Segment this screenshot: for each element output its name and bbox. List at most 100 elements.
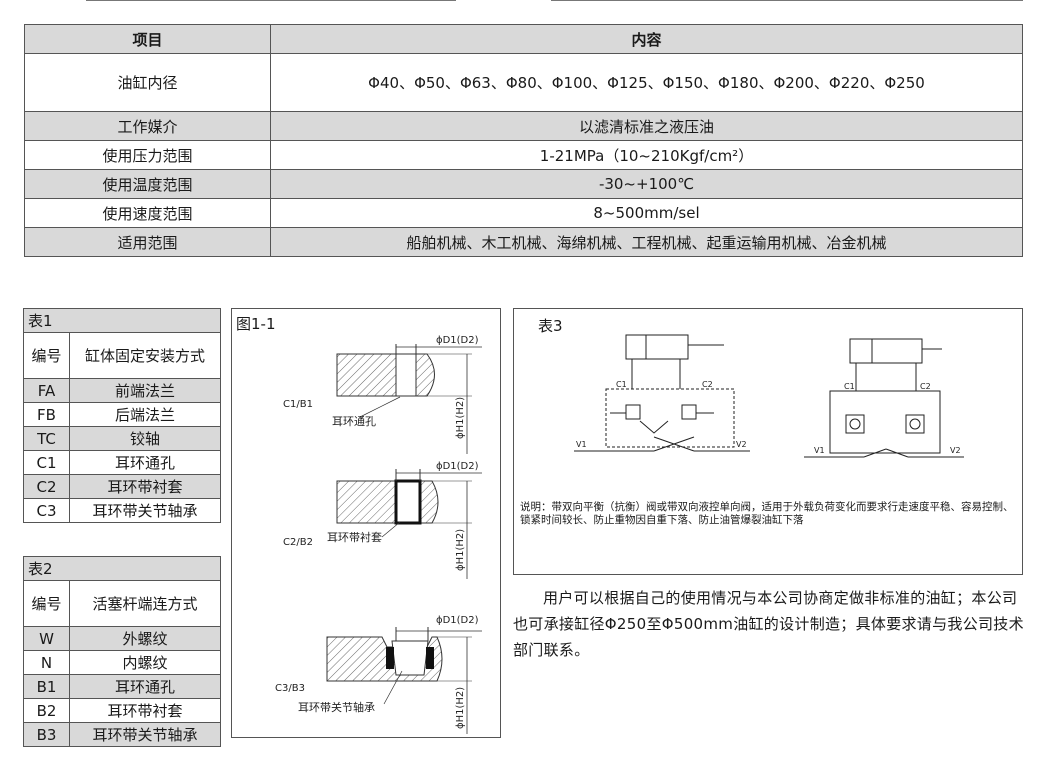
paragraph-text: 用户可以根据自己的使用情况与本公司协商定做非标准的油缸；本公司也可承接缸径Φ25… [513, 589, 1024, 659]
spec-content: 8~500mm/sel [270, 198, 1023, 228]
table1-desc: 耳环通孔 [69, 450, 221, 475]
table1-desc: 耳环带衬套 [69, 474, 221, 499]
spec-content: 船舶机械、木工机械、海绵机械、工程机械、起重运输用机械、冶金机械 [270, 227, 1023, 257]
spec-content: 1-21MPa（10~210Kgf/cm²） [270, 140, 1023, 170]
table2-header-desc: 活塞杆端连方式 [69, 580, 221, 627]
table1-title-row: 表1 [23, 308, 221, 333]
spec-header-item: 项目 [24, 24, 271, 54]
table1-desc: 耳环带关节轴承 [69, 498, 221, 523]
fig1-dim-d-1: ϕD1(D2) [436, 335, 479, 346]
spec-content: 以滤清标准之液压油 [270, 111, 1023, 141]
spec-content: -30~+100℃ [270, 169, 1023, 199]
spec-item: 工作媒介 [24, 111, 271, 141]
fig1-code-3: C3/B3 [275, 683, 305, 694]
table1-header-row: 编号 缸体固定安装方式 [23, 332, 221, 379]
port-v2-right: V2 [950, 446, 961, 455]
table2-header-code: 编号 [23, 580, 70, 627]
table2-title: 表2 [23, 556, 221, 581]
custom-order-paragraph: 用户可以根据自己的使用情况与本公司协商定做非标准的油缸；本公司也可承接缸径Φ25… [513, 585, 1025, 663]
eye-diagram-c1 [336, 344, 482, 454]
port-v2-left: V2 [736, 440, 747, 449]
spec-row-speed: 使用速度范围 8~500mm/sel [24, 198, 1023, 228]
top-rule-right [551, 0, 1023, 1]
fig1-dim-d-3: ϕD1(D2) [436, 615, 479, 626]
spec-item: 适用范围 [24, 227, 271, 257]
table2-code: B1 [23, 674, 70, 699]
table2-desc: 耳环通孔 [69, 674, 221, 699]
figure1-title: 图1-1 [236, 315, 276, 333]
table1-header-code: 编号 [23, 332, 70, 379]
port-c2-left: C2 [702, 380, 713, 389]
fig1-dim-d-2: ϕD1(D2) [436, 461, 479, 472]
port-v1-left: V1 [576, 440, 587, 449]
table1-code: C3 [23, 498, 70, 523]
table1-code: TC [23, 426, 70, 451]
table1-code: FB [23, 402, 70, 427]
spec-item: 使用速度范围 [24, 198, 271, 228]
table2-desc: 内螺纹 [69, 650, 221, 675]
fig1-dim-h-2: ϕH1(H2) [455, 529, 466, 571]
fig1-label-1: 耳环通孔 [332, 415, 376, 428]
spec-row-bore: 油缸内径 Φ40、Φ50、Φ63、Φ80、Φ100、Φ125、Φ150、Φ180… [24, 53, 1023, 112]
figure1-drawing: ϕD1(D2) C1/B1 耳环通孔 ϕH1(H2) ϕD1(D2) C2/B2… [275, 335, 482, 734]
table1-code: FA [23, 378, 70, 403]
table2-code: N [23, 650, 70, 675]
table2-header-row: 编号 活塞杆端连方式 [23, 580, 221, 627]
table1-code: C2 [23, 474, 70, 499]
spec-header-row: 项目 内容 [24, 24, 1023, 54]
spec-row-temperature: 使用温度范围 -30~+100℃ [24, 169, 1023, 199]
spec-row-medium: 工作媒介 以滤清标准之液压油 [24, 111, 1023, 141]
spec-item: 使用温度范围 [24, 169, 271, 199]
top-rule-left [86, 0, 456, 1]
spec-row-pressure: 使用压力范围 1-21MPa（10~210Kgf/cm²） [24, 140, 1023, 170]
spec-content: Φ40、Φ50、Φ63、Φ80、Φ100、Φ125、Φ150、Φ180、Φ200… [270, 53, 1023, 112]
figure1-panel: ϕD1(D2) C1/B1 耳环通孔 ϕH1(H2) ϕD1(D2) C2/B2… [231, 308, 501, 738]
table2-title-row: 表2 [23, 556, 221, 581]
fig1-label-3: 耳环带关节轴承 [298, 700, 375, 714]
table1-desc: 后端法兰 [69, 402, 221, 427]
fig1-code-2: C2/B2 [283, 537, 313, 548]
table2-code: B2 [23, 698, 70, 723]
fig1-code-1: C1/B1 [283, 399, 313, 410]
spec-item: 使用压力范围 [24, 140, 271, 170]
table2-desc: 耳环带衬套 [69, 698, 221, 723]
table1-desc: 铰轴 [69, 426, 221, 451]
circuit-left [574, 334, 750, 452]
spec-item: 油缸内径 [24, 53, 271, 112]
circuit-right [804, 338, 964, 458]
table2-desc: 外螺纹 [69, 626, 221, 651]
table2-code: B3 [23, 722, 70, 747]
fig1-label-2: 耳环带衬套 [327, 531, 382, 544]
fig1-dim-h-1: ϕH1(H2) [455, 397, 466, 439]
port-c2-right: C2 [920, 382, 931, 391]
table2-code: W [23, 626, 70, 651]
port-v1-right: V1 [814, 446, 825, 455]
fig1-dim-h-3: ϕH1(H2) [455, 687, 466, 729]
table1-title: 表1 [23, 308, 221, 333]
table3-title: 表3 [538, 317, 563, 335]
table1-code: C1 [23, 450, 70, 475]
eye-diagram-c2 [336, 469, 482, 579]
table3-note: 说明：带双向平衡（抗衡）阀或带双向液控单向阀，适用于外载负荷变化而要求行走速度平… [520, 501, 1014, 526]
spec-table: 项目 内容 油缸内径 Φ40、Φ50、Φ63、Φ80、Φ100、Φ125、Φ15… [24, 24, 1023, 257]
table3-panel: C1 C2 V1 V2 C1 C2 V1 V2 表3 说明：带双向平衡（抗衡）阀… [513, 308, 1023, 575]
port-c1-left: C1 [616, 380, 627, 389]
port-c1-right: C1 [844, 382, 855, 391]
table1-header-desc: 缸体固定安装方式 [69, 332, 221, 379]
spec-header-content: 内容 [270, 24, 1023, 54]
hydraulic-circuit-drawing: C1 C2 V1 V2 C1 C2 V1 V2 [574, 334, 964, 458]
spec-row-application: 适用范围 船舶机械、木工机械、海绵机械、工程机械、起重运输用机械、冶金机械 [24, 227, 1023, 257]
table2-desc: 耳环带关节轴承 [69, 722, 221, 747]
